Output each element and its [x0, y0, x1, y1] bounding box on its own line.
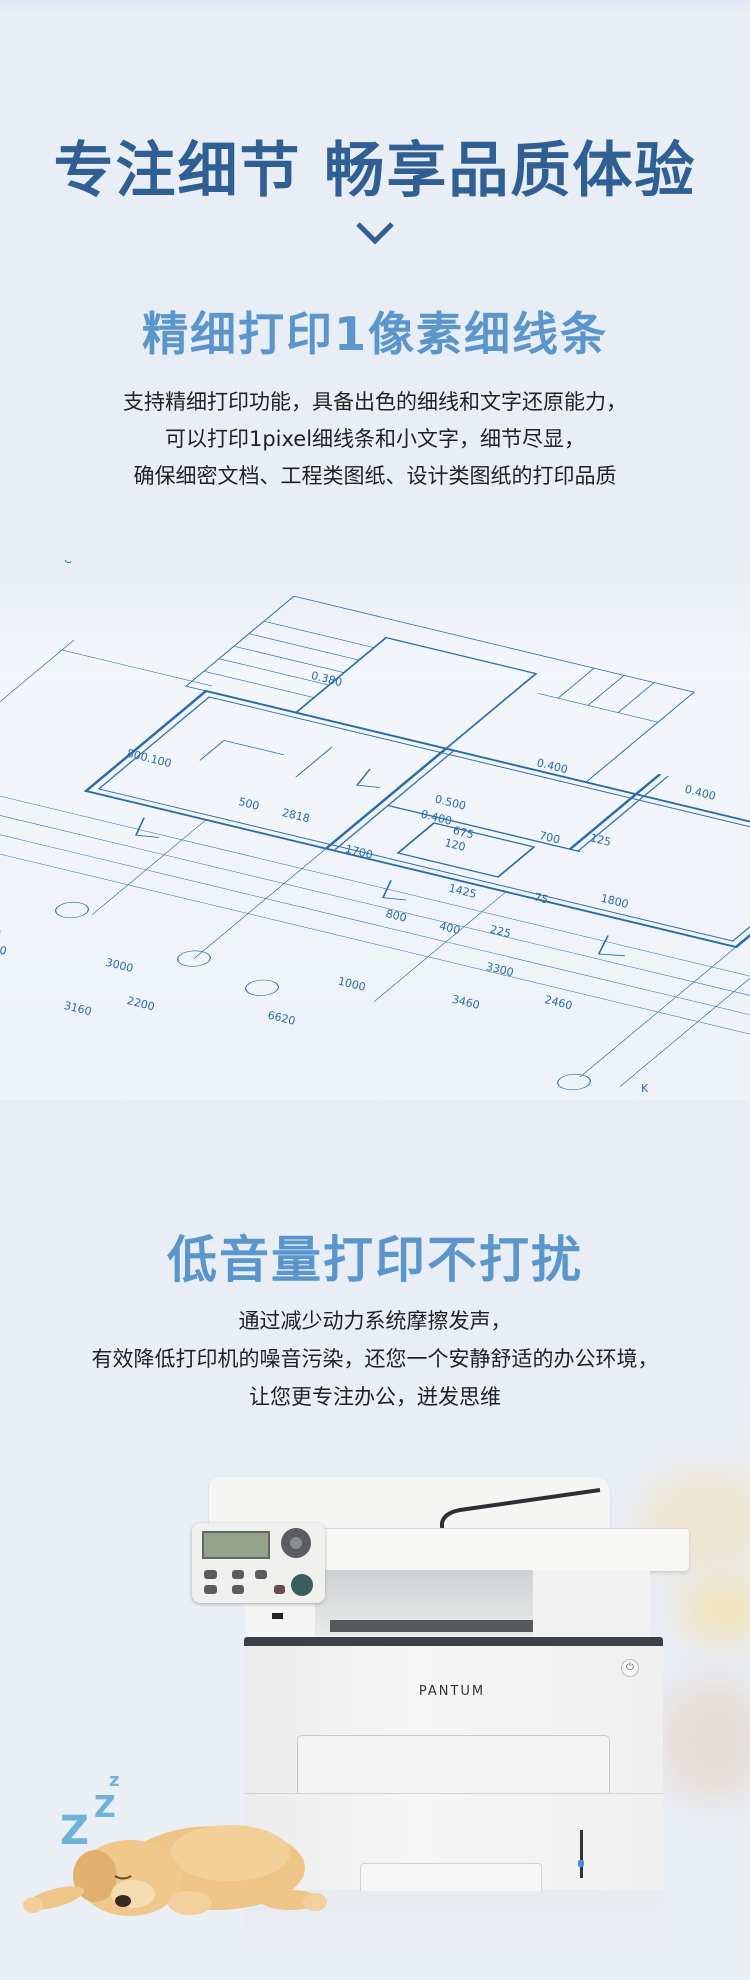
tray-divider: [244, 1793, 663, 1794]
sleep-z-large: Z: [60, 1808, 90, 1854]
paper-level-indicator: [580, 1830, 583, 1878]
usb-port: [272, 1613, 283, 1619]
floor-plan: [0, 595, 750, 1091]
quiet-print-title: 低音量打印不打扰: [167, 1231, 583, 1289]
start-button[interactable]: [291, 1574, 313, 1596]
dimension-label: 500: [237, 795, 261, 813]
dimension-label: 675: [452, 824, 476, 842]
control-panel: [192, 1523, 325, 1603]
wifi-button[interactable]: [232, 1585, 244, 1594]
description-line: 有效降低打印机的噪音污染，还您一个安静舒适的办公环境，: [91, 1347, 659, 1371]
quiet-print-description: 通过减少动力系统摩擦发声， 有效降低打印机的噪音污染，还您一个安静舒适的办公环境…: [0, 1302, 750, 1416]
power-icon[interactable]: ⏻: [621, 1659, 639, 1677]
fine-print-description: 支持精细打印功能，具备出色的细线和文字还原能力， 可以打印1pixel细线条和小…: [0, 384, 750, 495]
cancel-button[interactable]: [274, 1585, 285, 1594]
background-blur: [680, 1580, 750, 1640]
chevron-down-icon: [356, 222, 394, 245]
paper-guide: [440, 1488, 601, 1533]
panel-button[interactable]: [204, 1570, 217, 1579]
ok-button[interactable]: [290, 1537, 302, 1549]
dimension-label: 75: [533, 890, 550, 906]
dimension-label: 160: [0, 922, 2, 940]
description-line: 可以打印1pixel细线条和小文字，细节尽显，: [164, 427, 586, 451]
output-slot: [330, 1620, 565, 1632]
description-line: 确保细密文档、工程类图纸、设计类图纸的打印品质: [133, 464, 617, 488]
printer-band: [244, 1637, 663, 1646]
dimension-label: 225: [489, 923, 513, 941]
axis-marker: K: [641, 1082, 649, 1095]
front-cover[interactable]: [297, 1735, 610, 1794]
page-title: 专注细节 畅享品质体验: [53, 136, 697, 206]
description-line: 让您更专注办公，迸发思维: [249, 1385, 501, 1409]
axis-marker: C: [64, 560, 72, 566]
printer-brand: PANTUM: [418, 1684, 486, 1699]
printer-side-column: [533, 1570, 650, 1637]
paper-tray-handle[interactable]: [360, 1863, 542, 1891]
panel-button[interactable]: [204, 1585, 217, 1594]
dimension-label: 800: [384, 907, 408, 925]
sleep-z-medium: Z: [94, 1790, 116, 1825]
dimension-label: 700: [538, 829, 562, 847]
sleeping-puppy-image: [23, 1825, 327, 1916]
dimension-label: 400: [438, 919, 462, 937]
lcd-display: [202, 1531, 270, 1559]
blueprint-image: C D E K 3160 2200 3000 860 160 80 1000 6…: [0, 560, 750, 1100]
panel-button[interactable]: [255, 1570, 267, 1579]
background-blur: [660, 1680, 750, 1800]
description-line: 支持精细打印功能，具备出色的细线和文字还原能力，: [123, 390, 627, 414]
dimension-label: 860: [0, 940, 8, 958]
sleep-z-small: z: [109, 1770, 120, 1791]
description-line: 通过减少动力系统摩擦发声，: [238, 1309, 512, 1333]
fine-print-title: 精细打印1像素细线条: [141, 307, 608, 361]
dimension-label: 125: [589, 831, 613, 849]
panel-button[interactable]: [232, 1570, 244, 1579]
paper-level-marker: [578, 1860, 584, 1867]
dimension-label: 120: [443, 836, 467, 854]
